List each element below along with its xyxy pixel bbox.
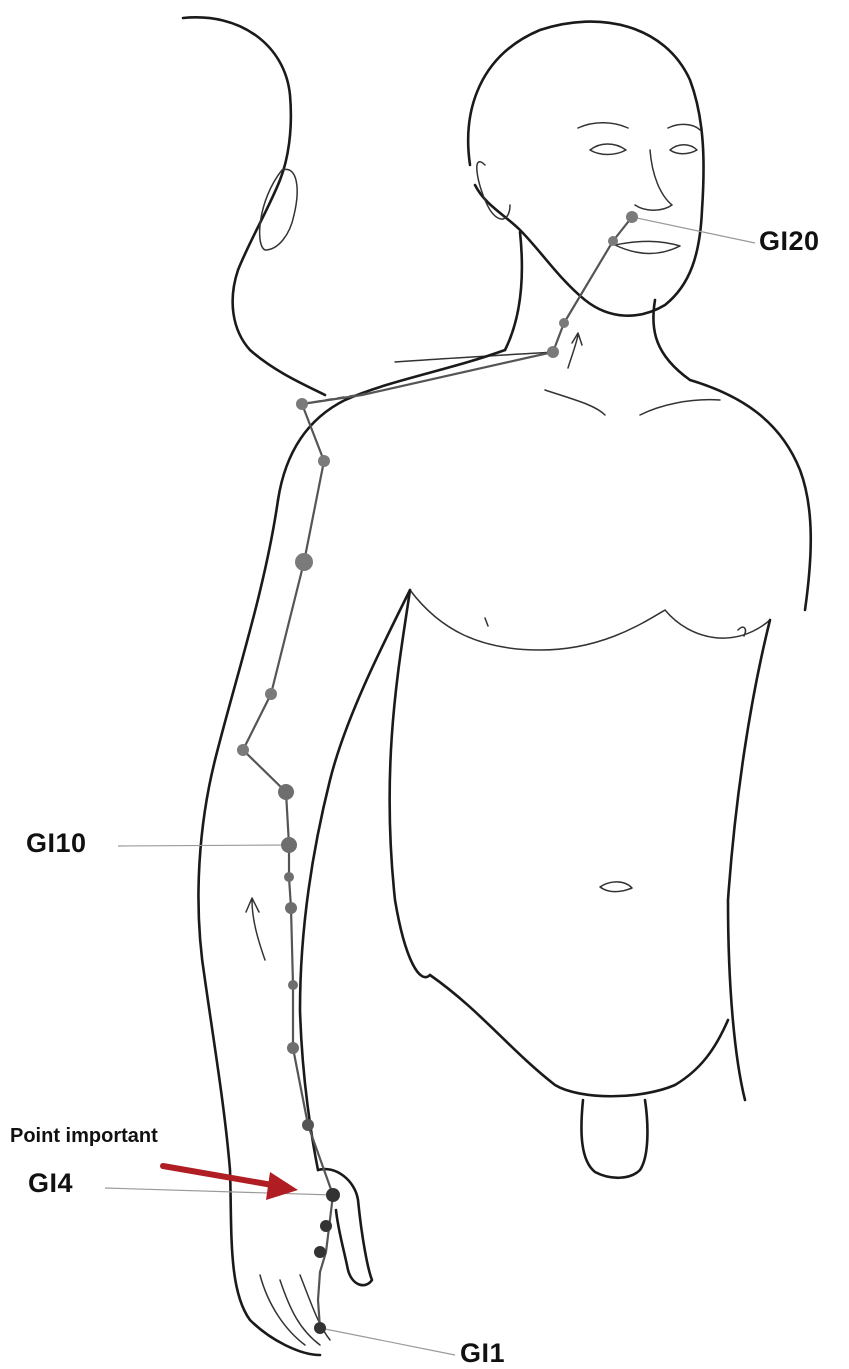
leader-gi4 <box>105 1188 333 1195</box>
torso-right <box>728 620 770 1100</box>
side-head-outline <box>183 17 325 395</box>
head-outline <box>468 22 703 316</box>
acupoint <box>285 902 297 914</box>
navel <box>600 882 632 892</box>
label-gi1: GI1 <box>460 1338 505 1369</box>
acupoint <box>318 455 330 467</box>
leader-gi10 <box>118 845 288 846</box>
label-gi4: GI4 <box>28 1168 73 1199</box>
arrow-shaft-icon <box>163 1166 278 1186</box>
acupoint-gi4 <box>326 1188 340 1202</box>
label-gi10: GI10 <box>26 828 87 859</box>
acupoint <box>320 1220 332 1232</box>
body-outline <box>183 17 811 1355</box>
acupoint <box>237 744 249 756</box>
eyebrow-right <box>668 124 700 130</box>
nipple-left <box>485 618 488 626</box>
shoulder-left <box>278 350 505 500</box>
neck-right <box>653 300 690 380</box>
acupoint <box>296 398 308 410</box>
leader-gi20 <box>632 217 755 243</box>
acupoint <box>265 688 277 700</box>
acupoint-gi1 <box>314 1322 326 1334</box>
groin-line <box>430 975 728 1096</box>
acupoint <box>288 980 298 990</box>
acupoint <box>608 236 618 246</box>
acupoint <box>314 1246 326 1258</box>
pectoral-line <box>410 590 770 650</box>
acupoint-gi10 <box>281 837 297 853</box>
direction-arrow-arm <box>246 898 265 960</box>
important-point-note: Point important <box>10 1125 158 1148</box>
neck-left <box>505 232 522 350</box>
leader-gi1 <box>320 1328 455 1355</box>
mouth-outline <box>615 241 680 253</box>
eye-left <box>590 144 626 155</box>
clavicles <box>545 390 720 415</box>
arm-outer <box>198 500 320 1355</box>
acupoint <box>278 784 294 800</box>
acupoint <box>547 346 559 358</box>
nipple-right <box>738 627 745 636</box>
genitals-outline <box>581 1100 647 1178</box>
shoulder-right <box>690 380 811 610</box>
acupoint <box>559 318 569 328</box>
acupoint-gi20 <box>626 211 638 223</box>
acupoint <box>302 1119 314 1131</box>
eye-right <box>670 145 697 154</box>
eyebrow-left <box>578 123 628 128</box>
direction-arrow-neck <box>568 333 582 368</box>
ear-outline <box>477 162 510 219</box>
acupoints <box>237 211 638 1334</box>
nose-outline <box>635 150 672 210</box>
acupoint <box>295 553 313 571</box>
acupoint <box>287 1042 299 1054</box>
leader-lines <box>105 217 755 1355</box>
arrow-head-icon <box>266 1172 298 1200</box>
torso-left <box>390 590 430 977</box>
acupoint <box>284 872 294 882</box>
label-gi20: GI20 <box>759 226 820 257</box>
